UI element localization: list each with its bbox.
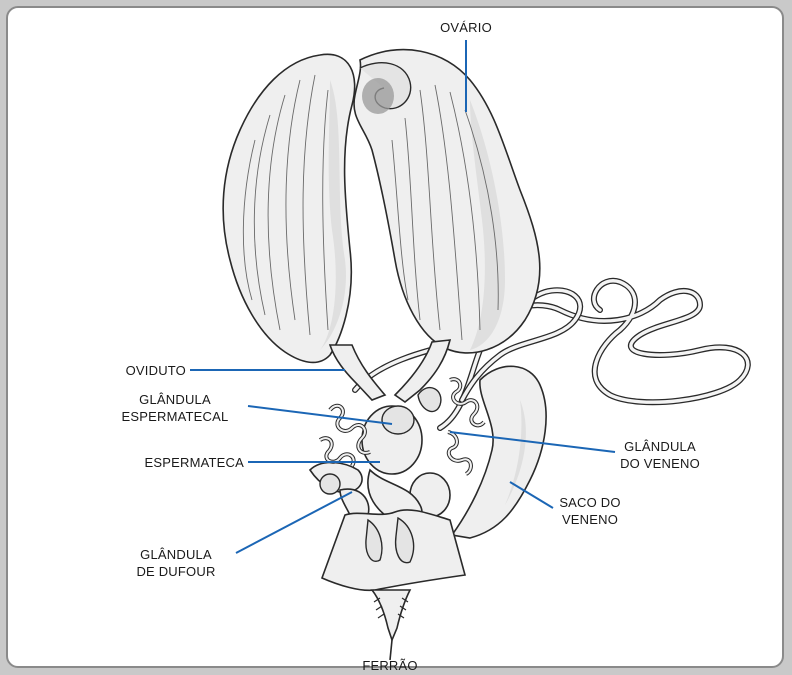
label-glandula-dufour-line1: GLÂNDULA: [140, 547, 212, 562]
label-glandula-dufour-line2: DE DUFOUR: [136, 564, 215, 579]
label-glandula-veneno-line2: DO VENENO: [620, 456, 700, 471]
label-espermateca: ESPERMATECA: [145, 455, 245, 470]
label-ovario: OVÁRIO: [440, 20, 492, 35]
label-oviduto: OVIDUTO: [126, 363, 186, 378]
dufour-gland: [310, 462, 369, 515]
leader-glandula-espermatecal: [248, 406, 392, 424]
label-saco-veneno-line2: VENENO: [562, 512, 618, 527]
label-saco-veneno-line1: SACO DO: [559, 495, 620, 510]
label-glandula-espermatecal-line1: GLÂNDULA: [139, 392, 211, 407]
right-ovary: [354, 50, 540, 353]
label-ferrao: FERRÃO: [362, 658, 417, 673]
spermatheca: [362, 406, 422, 474]
left-ovary: [223, 54, 355, 362]
spermathecal-gland-coils: [320, 406, 370, 466]
sting-apparatus: [322, 510, 465, 660]
label-glandula-espermatecal-line2: ESPERMATECAL: [122, 409, 229, 424]
label-glandula-veneno-line1: GLÂNDULA: [624, 439, 696, 454]
